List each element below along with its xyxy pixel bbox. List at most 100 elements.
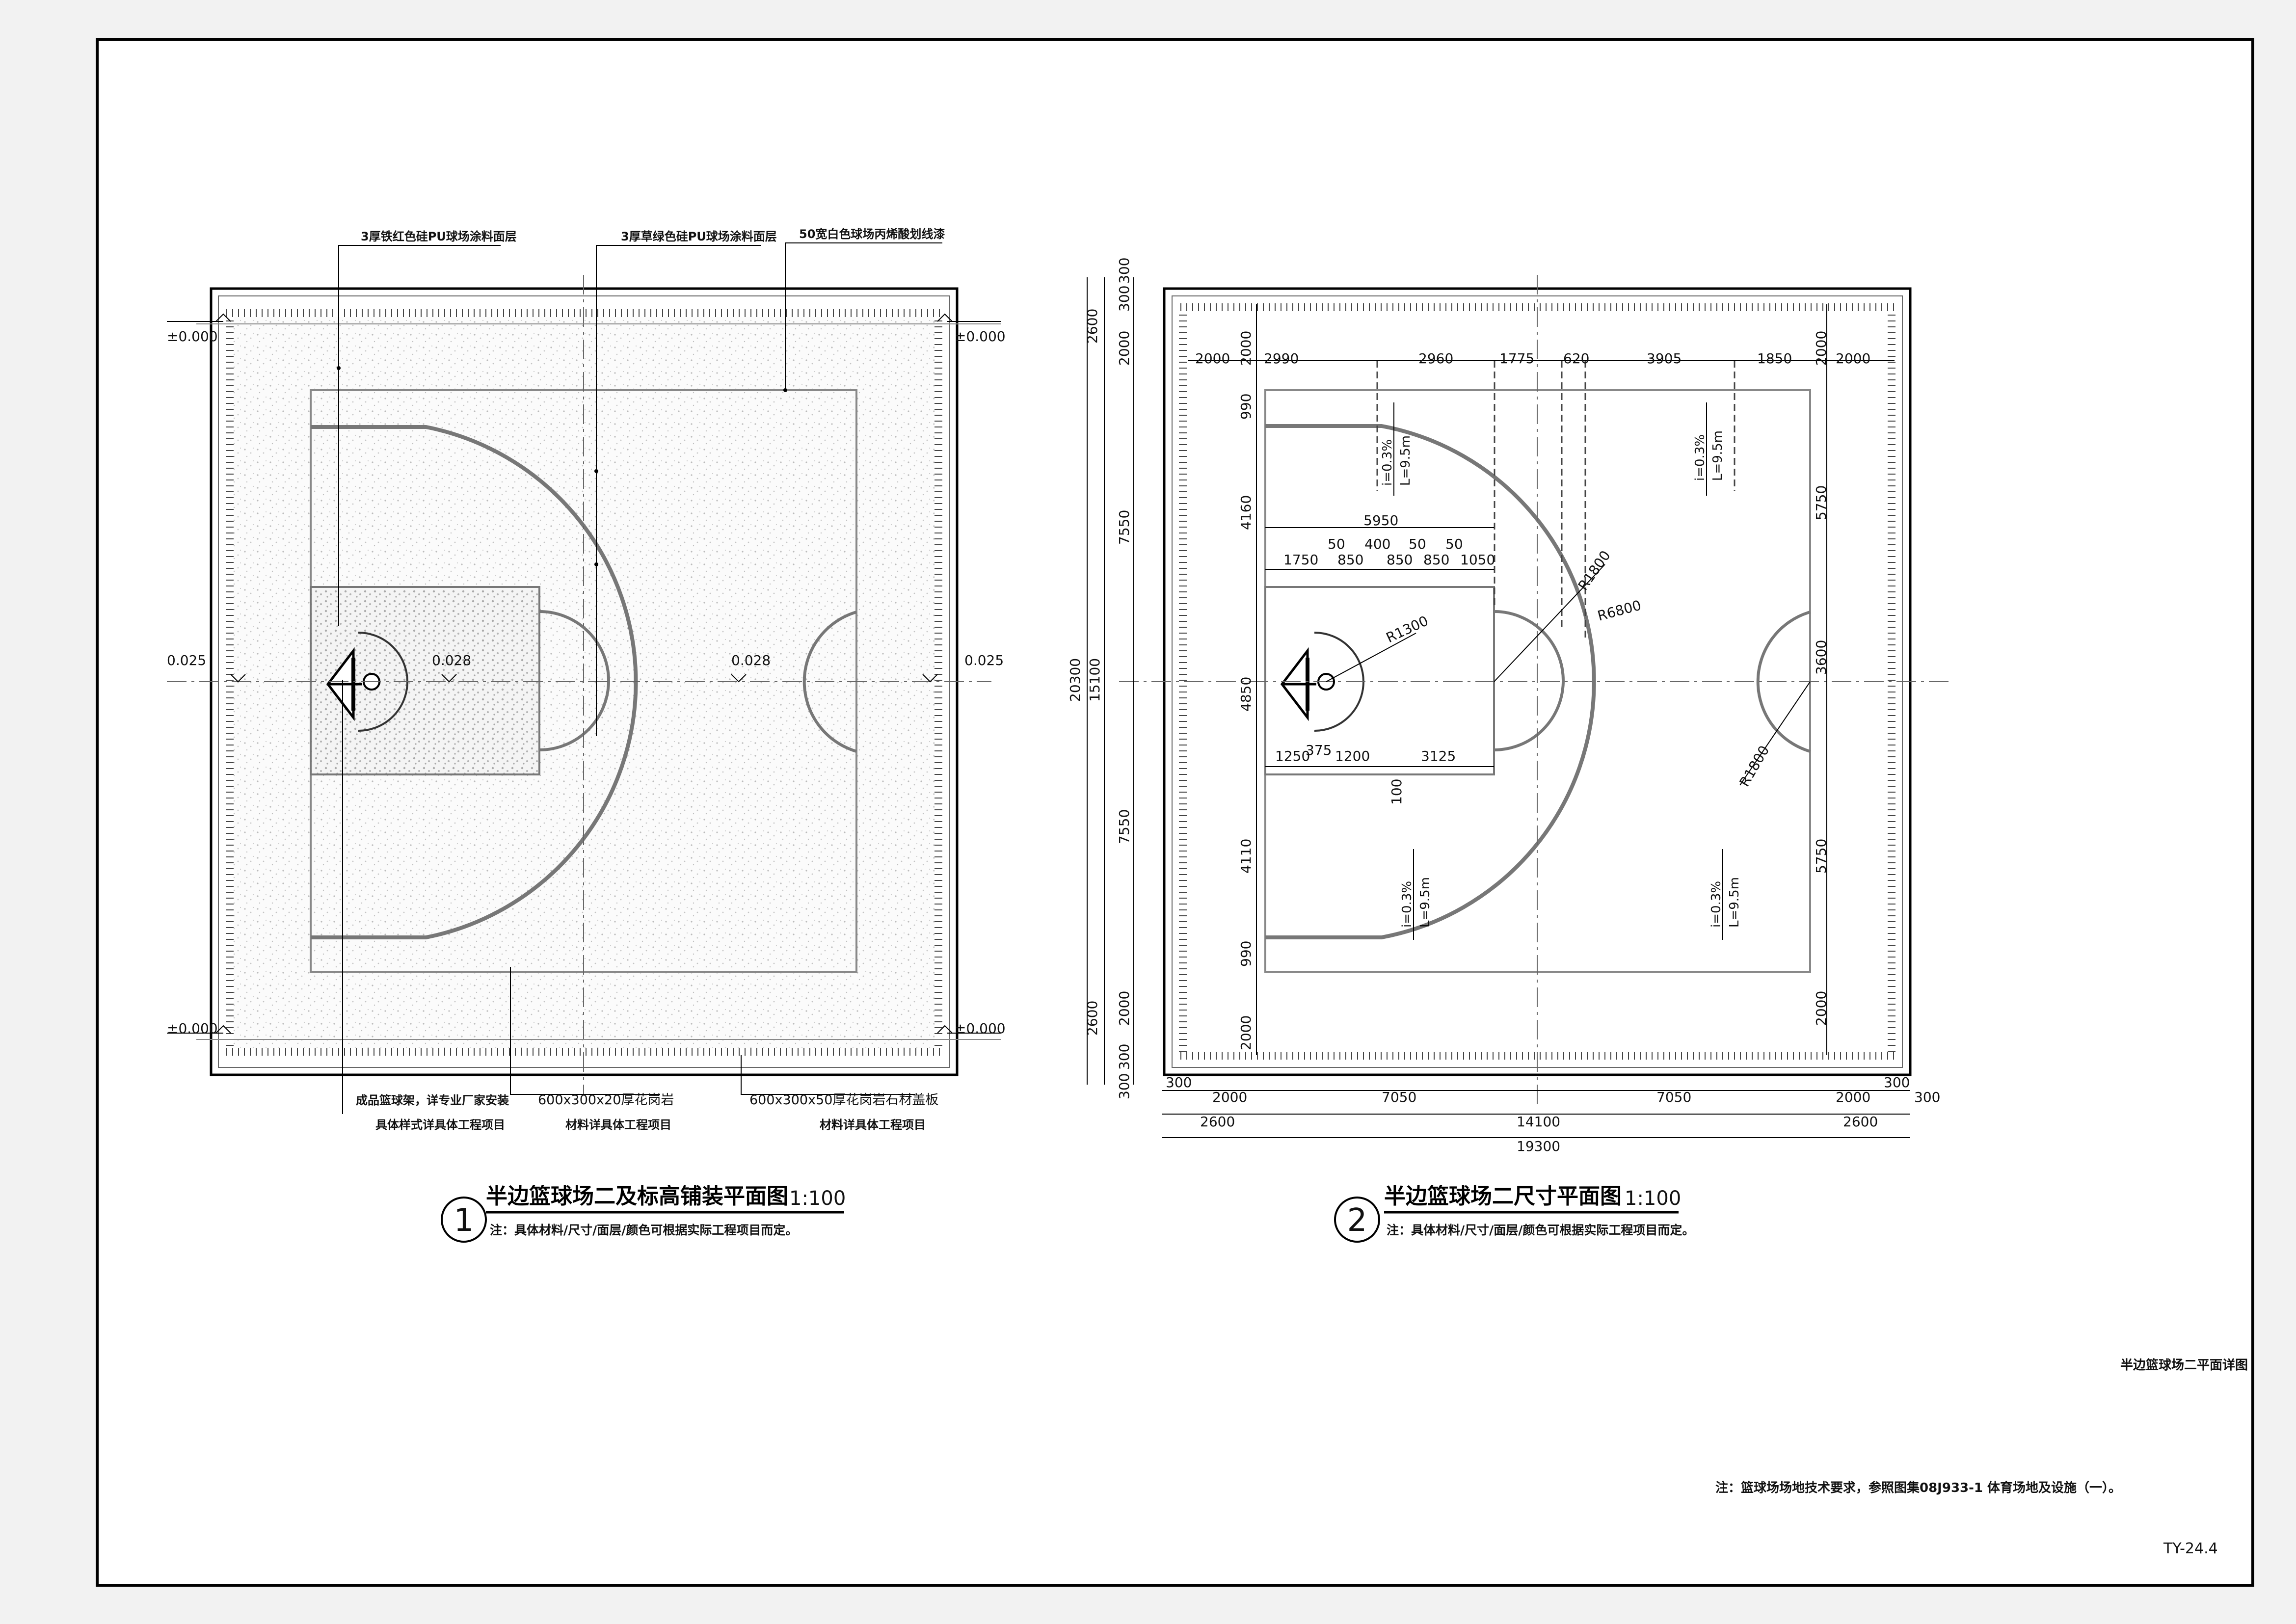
key-bottom-0: 1250	[1275, 748, 1310, 764]
dim-bottom1-1: 2000	[1212, 1089, 1247, 1105]
dim-bottom2-1: 14100	[1517, 1114, 1560, 1130]
dim-right-2: 3600	[1813, 640, 1829, 675]
dim-right-4: 2000	[1813, 991, 1829, 1026]
dim-bottom2-0: 2600	[1200, 1114, 1235, 1130]
basket-hoop-icon	[326, 647, 380, 721]
elev-mid-right: 0.025	[964, 652, 1004, 668]
callout-hoop-line1: 成品篮球架，详专业厂家安装	[356, 1093, 509, 1107]
dim-bottom1-0: 300	[1166, 1074, 1192, 1091]
dim-bottom1-6: 300	[1914, 1089, 1940, 1105]
callout-red-pu: 3厚铁红色硅PU球场涂料面层	[361, 230, 517, 243]
plan-2-title: 半边篮球场二尺寸平面图	[1384, 1184, 1622, 1209]
dim-left-inner-0: 2000	[1238, 331, 1254, 366]
slope-i-tr: i=0.3%	[1693, 434, 1708, 481]
dim-right-1: 5750	[1813, 485, 1829, 520]
dim-left-inner-2: 4160	[1238, 495, 1254, 530]
dim-top-1: 2990	[1264, 350, 1299, 367]
key-row1-0: 50	[1328, 536, 1345, 552]
dim-left-outer-4: 300	[1116, 1073, 1132, 1099]
key-row2-1: 850	[1337, 552, 1363, 568]
key-bottom-3: 3125	[1421, 748, 1456, 764]
dim-left-inner-3: 4850	[1238, 677, 1254, 712]
slope-i-tl: i=0.3%	[1380, 439, 1395, 486]
callout-granite50-line1: 600x300x50厚花岗岩石材盖板	[749, 1092, 938, 1108]
dim-bottom1-4: 2000	[1836, 1089, 1870, 1105]
dim-right-0: 2000	[1813, 331, 1829, 366]
slope-l-bl: L=9.5m	[1418, 877, 1433, 928]
dim-right-3: 5750	[1813, 839, 1829, 874]
key-row1-3: 50	[1445, 536, 1463, 552]
slope-i-bl: i=0.3%	[1400, 881, 1415, 928]
elev-top-right: ±0.000	[955, 328, 1006, 345]
elev-bottom-right: ±0.000	[955, 1020, 1006, 1037]
callout-green-pu: 3厚草绿色硅PU球场涂料面层	[621, 230, 777, 243]
key-row1-1: 400	[1364, 536, 1390, 552]
elev-top-left: ±0.000	[167, 328, 218, 345]
dim-left-mid-5: 2000	[1116, 991, 1132, 1026]
dim-top-4: 620	[1563, 350, 1589, 367]
callout-white-line: 50宽白色球场丙烯酸划线漆	[799, 227, 945, 241]
key-small: 100	[1388, 779, 1405, 805]
slope-l-tr: L=9.5m	[1710, 430, 1725, 481]
dim-top-5: 3905	[1647, 350, 1682, 367]
granite-edge-left	[226, 317, 234, 1048]
plan-1-note: 注：具体材料/尺寸/面层/颜色可根据实际工程项目而定。	[490, 1223, 798, 1237]
dim-left-inner-4: 4110	[1238, 839, 1254, 874]
key-bottom-1: 375	[1306, 742, 1332, 758]
dim-bottom1-5: 300	[1884, 1074, 1910, 1091]
dim-left-inner-1: 990	[1238, 394, 1254, 420]
callout-granite20-line1: 600x300x20厚花岗岩	[538, 1092, 674, 1108]
key-row1-2: 50	[1409, 536, 1426, 552]
dim-left-mid-1: 2000	[1116, 331, 1132, 366]
dim-top-2: 2960	[1418, 350, 1453, 367]
slope-i-br: i=0.3%	[1709, 881, 1724, 928]
callout-hoop-line2: 具体样式详具体工程项目	[375, 1118, 505, 1132]
callout-granite20-line2: 材料详具体工程项目	[565, 1118, 671, 1132]
dim-top-0: 2000	[1195, 350, 1230, 367]
elev-mid-left: 0.025	[167, 652, 206, 668]
plan-2-note: 注：具体材料/尺寸/面层/颜色可根据实际工程项目而定。	[1387, 1223, 1694, 1237]
basket-hoop-icon-2	[1280, 647, 1335, 721]
elev-inner-left: 0.028	[432, 652, 471, 668]
key-row2-4: 1050	[1460, 552, 1495, 568]
plan-2-number-circle	[1334, 1197, 1380, 1243]
elev-inner-right: 0.028	[731, 652, 771, 668]
key-row2-0: 1750	[1283, 552, 1318, 568]
dim-left-mid-6: 300	[1116, 1044, 1132, 1070]
callout-granite50-line2: 材料详具体工程项目	[820, 1118, 926, 1132]
slope-l-br: L=9.5m	[1727, 877, 1742, 928]
dim-top-6: 1850	[1757, 350, 1792, 367]
dim-top-7: 2000	[1836, 350, 1870, 367]
dim-left-outer-2: 20300	[1067, 658, 1083, 702]
plan-1-scale: 1:100	[789, 1187, 846, 1210]
slope-l-tl: L=9.5m	[1398, 435, 1413, 486]
dim-left-mid-4: 7550	[1116, 809, 1132, 844]
dim-left-mid-3: 15100	[1087, 658, 1103, 702]
sheet-number: TY-24.4	[2163, 1540, 2218, 1557]
plan-1-title: 半边篮球场二及标高铺装平面图	[486, 1184, 788, 1209]
dim-left-outer-3: 2600	[1084, 1001, 1100, 1036]
dim-bottom1-2: 7050	[1382, 1089, 1416, 1105]
dim-left-inner-6: 2000	[1238, 1015, 1254, 1050]
center-circle-half	[802, 611, 857, 753]
plan-2-dimension-plan: 2000 2990 2960 1775 620 3905 1850 2000 3…	[1067, 258, 1953, 1243]
drawing-name: 半边篮球场二平面详图	[2120, 1358, 2248, 1373]
plan-2-scale: 1:100	[1625, 1187, 1681, 1210]
plan-1-number: 1	[454, 1202, 474, 1239]
dim-left-outer-1: 2600	[1084, 309, 1100, 344]
free-throw-circle	[539, 610, 610, 751]
plan-1-paving-elevation: 3厚铁红色硅PU球场涂料面层 3厚草绿色硅PU球场涂料面层 50宽白色球场丙烯酸…	[167, 227, 1006, 1243]
dim-bottom1-3: 7050	[1656, 1089, 1691, 1105]
dim-left-mid-2: 7550	[1116, 510, 1132, 545]
granite-edge-bottom	[226, 1048, 942, 1056]
dim-bottom3-0: 19300	[1517, 1138, 1560, 1154]
key-row2-2: 850	[1387, 552, 1413, 568]
general-note: 注：篮球场场地技术要求，参照图集08J933-1 体育场地及设施（一）。	[1715, 1480, 2121, 1495]
key-total: 5950	[1363, 512, 1398, 529]
dim-left-mid-0: 300	[1116, 286, 1132, 312]
granite-edge-right	[934, 317, 942, 1048]
elev-bottom-left: ±0.000	[167, 1020, 218, 1037]
three-point-line-2	[1265, 424, 1596, 939]
plan-2-number: 2	[1347, 1202, 1367, 1239]
